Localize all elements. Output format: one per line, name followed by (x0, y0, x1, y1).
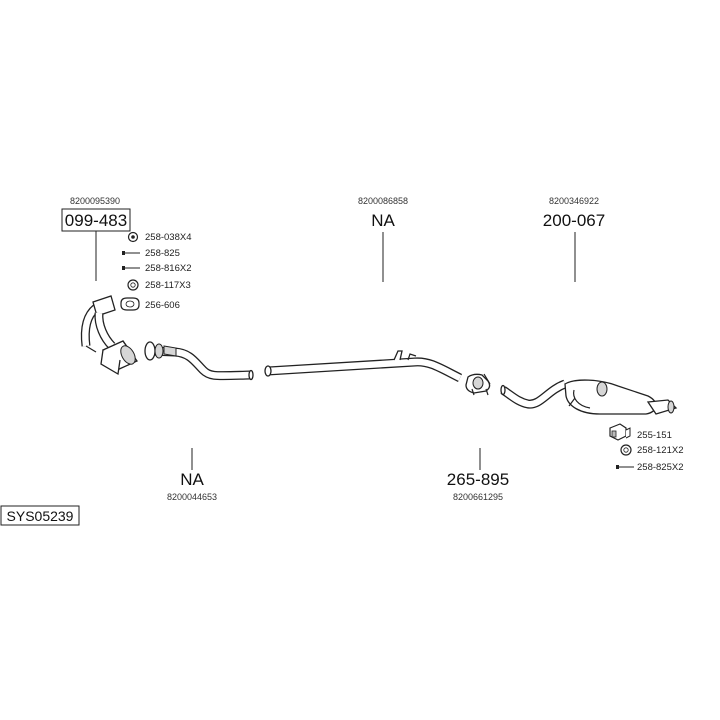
part-center-pipe-label[interactable]: 8200086858 NA (358, 196, 408, 282)
bolt-icon (122, 266, 140, 270)
rear-silencer[interactable] (500, 379, 678, 415)
bolt-icon (122, 251, 140, 255)
accessory-label: 258-117X3 (145, 280, 191, 291)
part-clamp-label[interactable]: 265-895 8200661295 (447, 470, 509, 502)
washer-icon (620, 444, 632, 456)
part-ref-number: 8200661295 (453, 492, 503, 502)
front-pipe[interactable] (144, 341, 254, 381)
part-front-pipe-label[interactable]: NA 8200044653 (167, 470, 217, 502)
hanger-bracket (393, 350, 403, 361)
nut-icon (127, 231, 139, 243)
accessory-label: 258-816X2 (145, 263, 191, 274)
accessory-label: 255-151 (637, 430, 672, 441)
bolt-icon (616, 465, 634, 469)
catalytic-converter[interactable] (80, 295, 138, 376)
flex-joint (163, 345, 177, 357)
accessory-label: 258-121X2 (637, 445, 683, 456)
part-ref-number: 8200044653 (167, 492, 217, 502)
diagram-id-badge: SYS05239 (0, 505, 80, 526)
part-number: 265-895 (447, 470, 509, 489)
part-ref-number: 8200346922 (549, 196, 599, 206)
accessories-front: 258-038X4 258-825 258-816X2 258-117X3 25… (120, 231, 191, 311)
accessory-label: 256-606 (145, 300, 180, 311)
center-pipe[interactable] (264, 350, 463, 383)
diagram-id: SYS05239 (7, 508, 74, 524)
part-number: 099-483 (65, 211, 127, 230)
exhaust-clamp[interactable] (465, 373, 491, 396)
part-number: 200-067 (543, 211, 605, 230)
silencer-body (564, 379, 657, 415)
accessory-label: 258-038X4 (145, 232, 191, 243)
manifold-flange (92, 295, 116, 317)
diagram-id-box (0, 505, 80, 526)
accessory-label: 258-825 (145, 248, 180, 259)
part-number: NA (180, 470, 204, 489)
pipe-flange (144, 341, 156, 361)
part-ref-number: 8200095390 (70, 196, 120, 206)
part-rear-silencer-label[interactable]: 8200346922 200-067 (543, 196, 605, 282)
mounting-bracket-icon (609, 423, 631, 441)
part-number: NA (371, 211, 395, 230)
part-cat-label[interactable]: 8200095390 099-483 (61, 196, 131, 281)
part-ref-number: 8200086858 (358, 196, 408, 206)
accessories-rear: 255-151 258-121X2 258-825X2 (609, 423, 683, 473)
accessory-label: 258-825X2 (637, 462, 683, 473)
washer-icon (127, 279, 139, 291)
gasket-icon (120, 297, 140, 311)
